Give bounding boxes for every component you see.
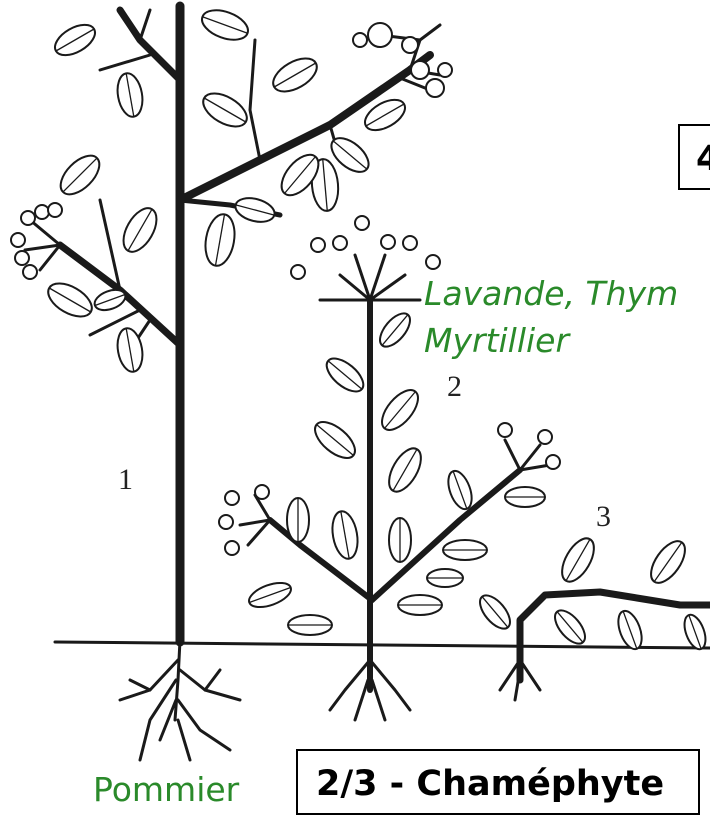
- plant-3-creeping: [474, 533, 710, 700]
- plant-2-number: 2: [447, 372, 462, 402]
- life-form-label-box: 2/3 - Chaméphyte: [296, 749, 700, 815]
- plant-3-number: 3: [596, 502, 611, 532]
- plant-2-flowers: [219, 216, 560, 555]
- plant-1-tree: [11, 5, 452, 760]
- species-label-myrtillier: Myrtillier: [424, 324, 569, 357]
- species-label-lavande-thym: Lavande, Thym: [424, 277, 678, 310]
- plant-1-roots: [120, 640, 240, 760]
- corner-number-box: 4: [678, 124, 710, 190]
- plant-1-number: 1: [118, 465, 133, 495]
- ground-line: [55, 642, 710, 648]
- plant-1-leaves: [43, 5, 410, 374]
- species-label-pommier: Pommier: [93, 773, 239, 806]
